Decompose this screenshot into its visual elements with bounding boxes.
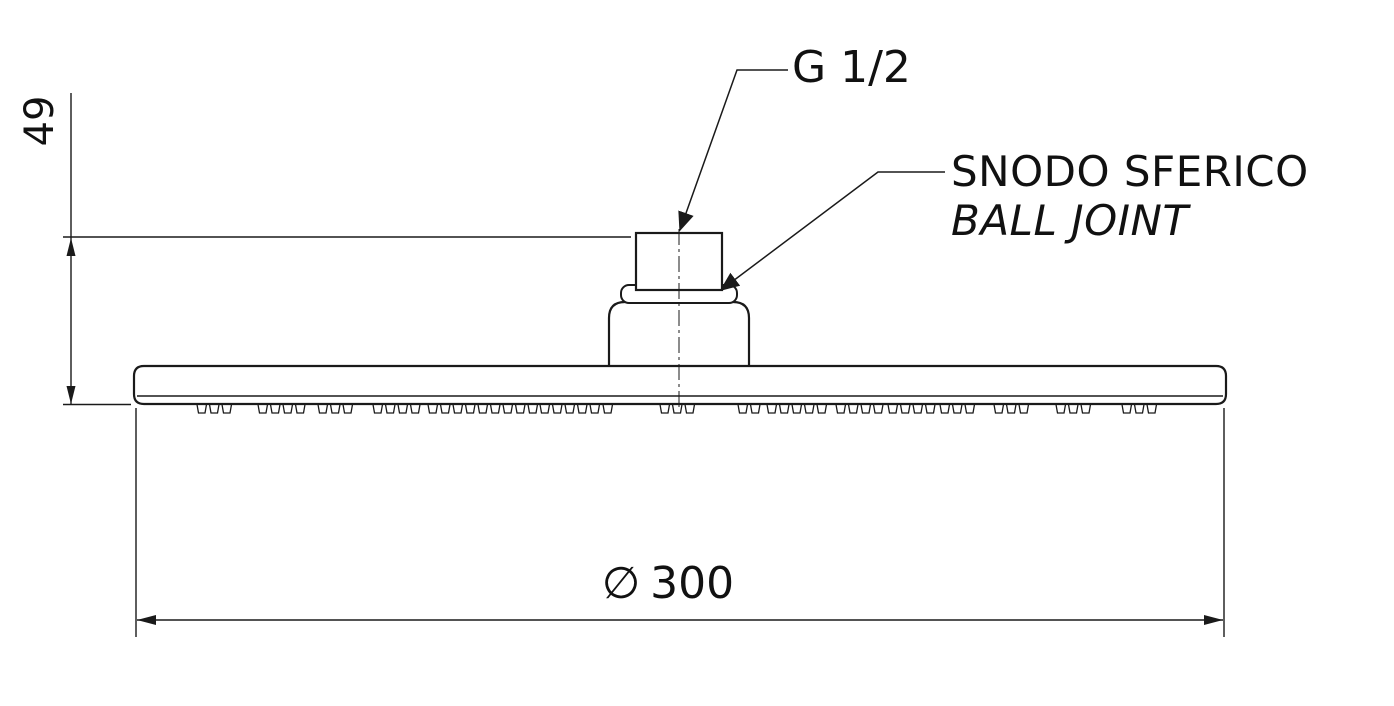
diameter-value: 300 — [650, 558, 735, 609]
ball-joint-label-english: BALL JOINT — [951, 196, 1189, 245]
height-dimension-text: 49 — [17, 95, 63, 147]
dimension-diameter-300 — [135, 408, 1225, 637]
dimension-height-49 — [63, 93, 631, 406]
nozzle-ticks — [196, 404, 1158, 414]
leader-thread — [678, 69, 788, 232]
diameter-dimension-text: ∅ 300 — [602, 562, 734, 606]
shower-head-body — [132, 364, 1228, 406]
ball-joint-label-italian: SNODO SFERICO — [951, 147, 1309, 196]
thread-size-label: G 1/2 — [792, 42, 911, 93]
leader-ball-joint — [719, 171, 945, 291]
diameter-icon: ∅ — [601, 558, 641, 609]
